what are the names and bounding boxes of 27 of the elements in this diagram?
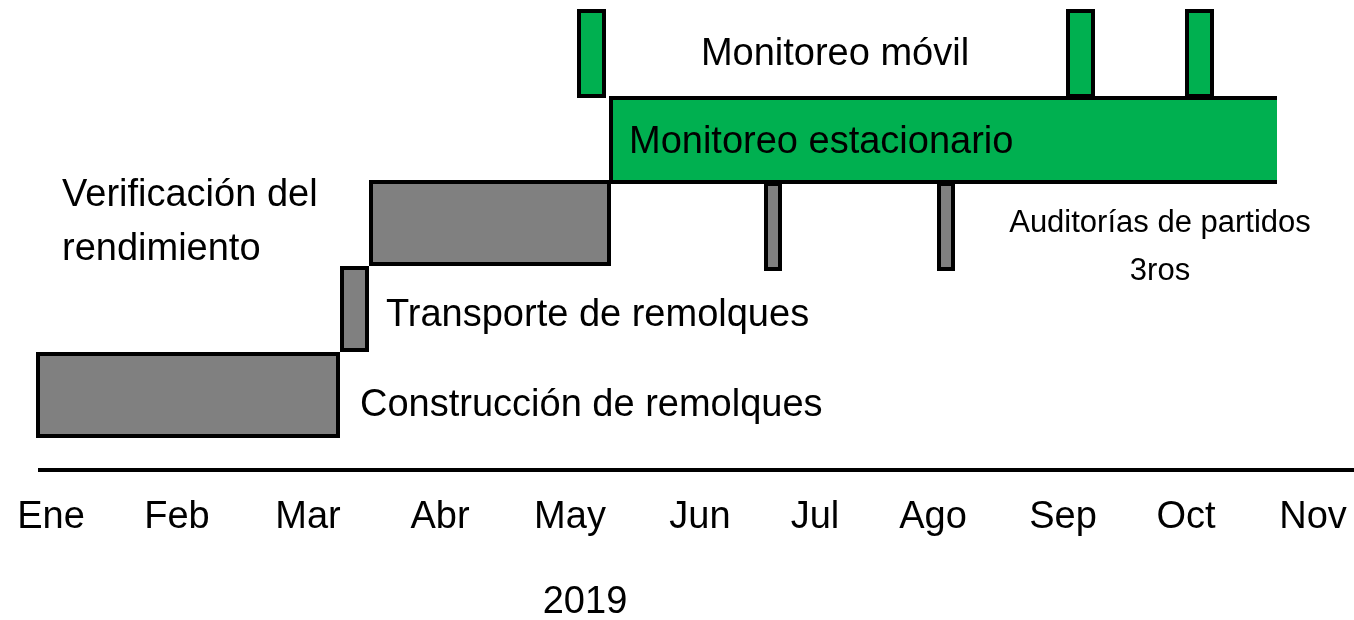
bar-label: Monitoreo móvil <box>700 30 970 75</box>
month-label: Mar <box>275 493 341 538</box>
year-label: 2019 <box>542 578 628 620</box>
timeline-bar <box>577 9 606 98</box>
timeline-bar <box>1066 9 1095 98</box>
month-label: May <box>534 493 606 538</box>
month-label: Feb <box>144 493 210 538</box>
bar-label: Auditorías de partidos 3ros <box>1008 203 1312 289</box>
month-label: Jun <box>669 493 731 538</box>
timeline-bar <box>937 182 955 271</box>
timeline-bar <box>609 96 1277 184</box>
timeline-bar <box>764 182 782 271</box>
timeline-bar <box>340 266 369 352</box>
timeline-bar <box>369 180 611 266</box>
month-label: Sep <box>1029 493 1097 538</box>
bar-label: Verificación del rendimiento <box>62 171 319 270</box>
month-label: Nov <box>1279 493 1347 538</box>
bar-label: Transporte de remolques <box>386 291 811 336</box>
month-label: Ago <box>899 493 967 538</box>
month-label: Ene <box>17 493 85 538</box>
bar-label: Monitoreo estacionario <box>629 118 1014 162</box>
bar-label: Construcción de remolques <box>360 381 824 426</box>
month-label: Abr <box>410 493 470 538</box>
timeline-bar <box>1185 9 1214 98</box>
timeline-bar <box>36 352 340 438</box>
month-label: Jul <box>790 493 840 538</box>
month-label: Oct <box>1156 493 1216 538</box>
